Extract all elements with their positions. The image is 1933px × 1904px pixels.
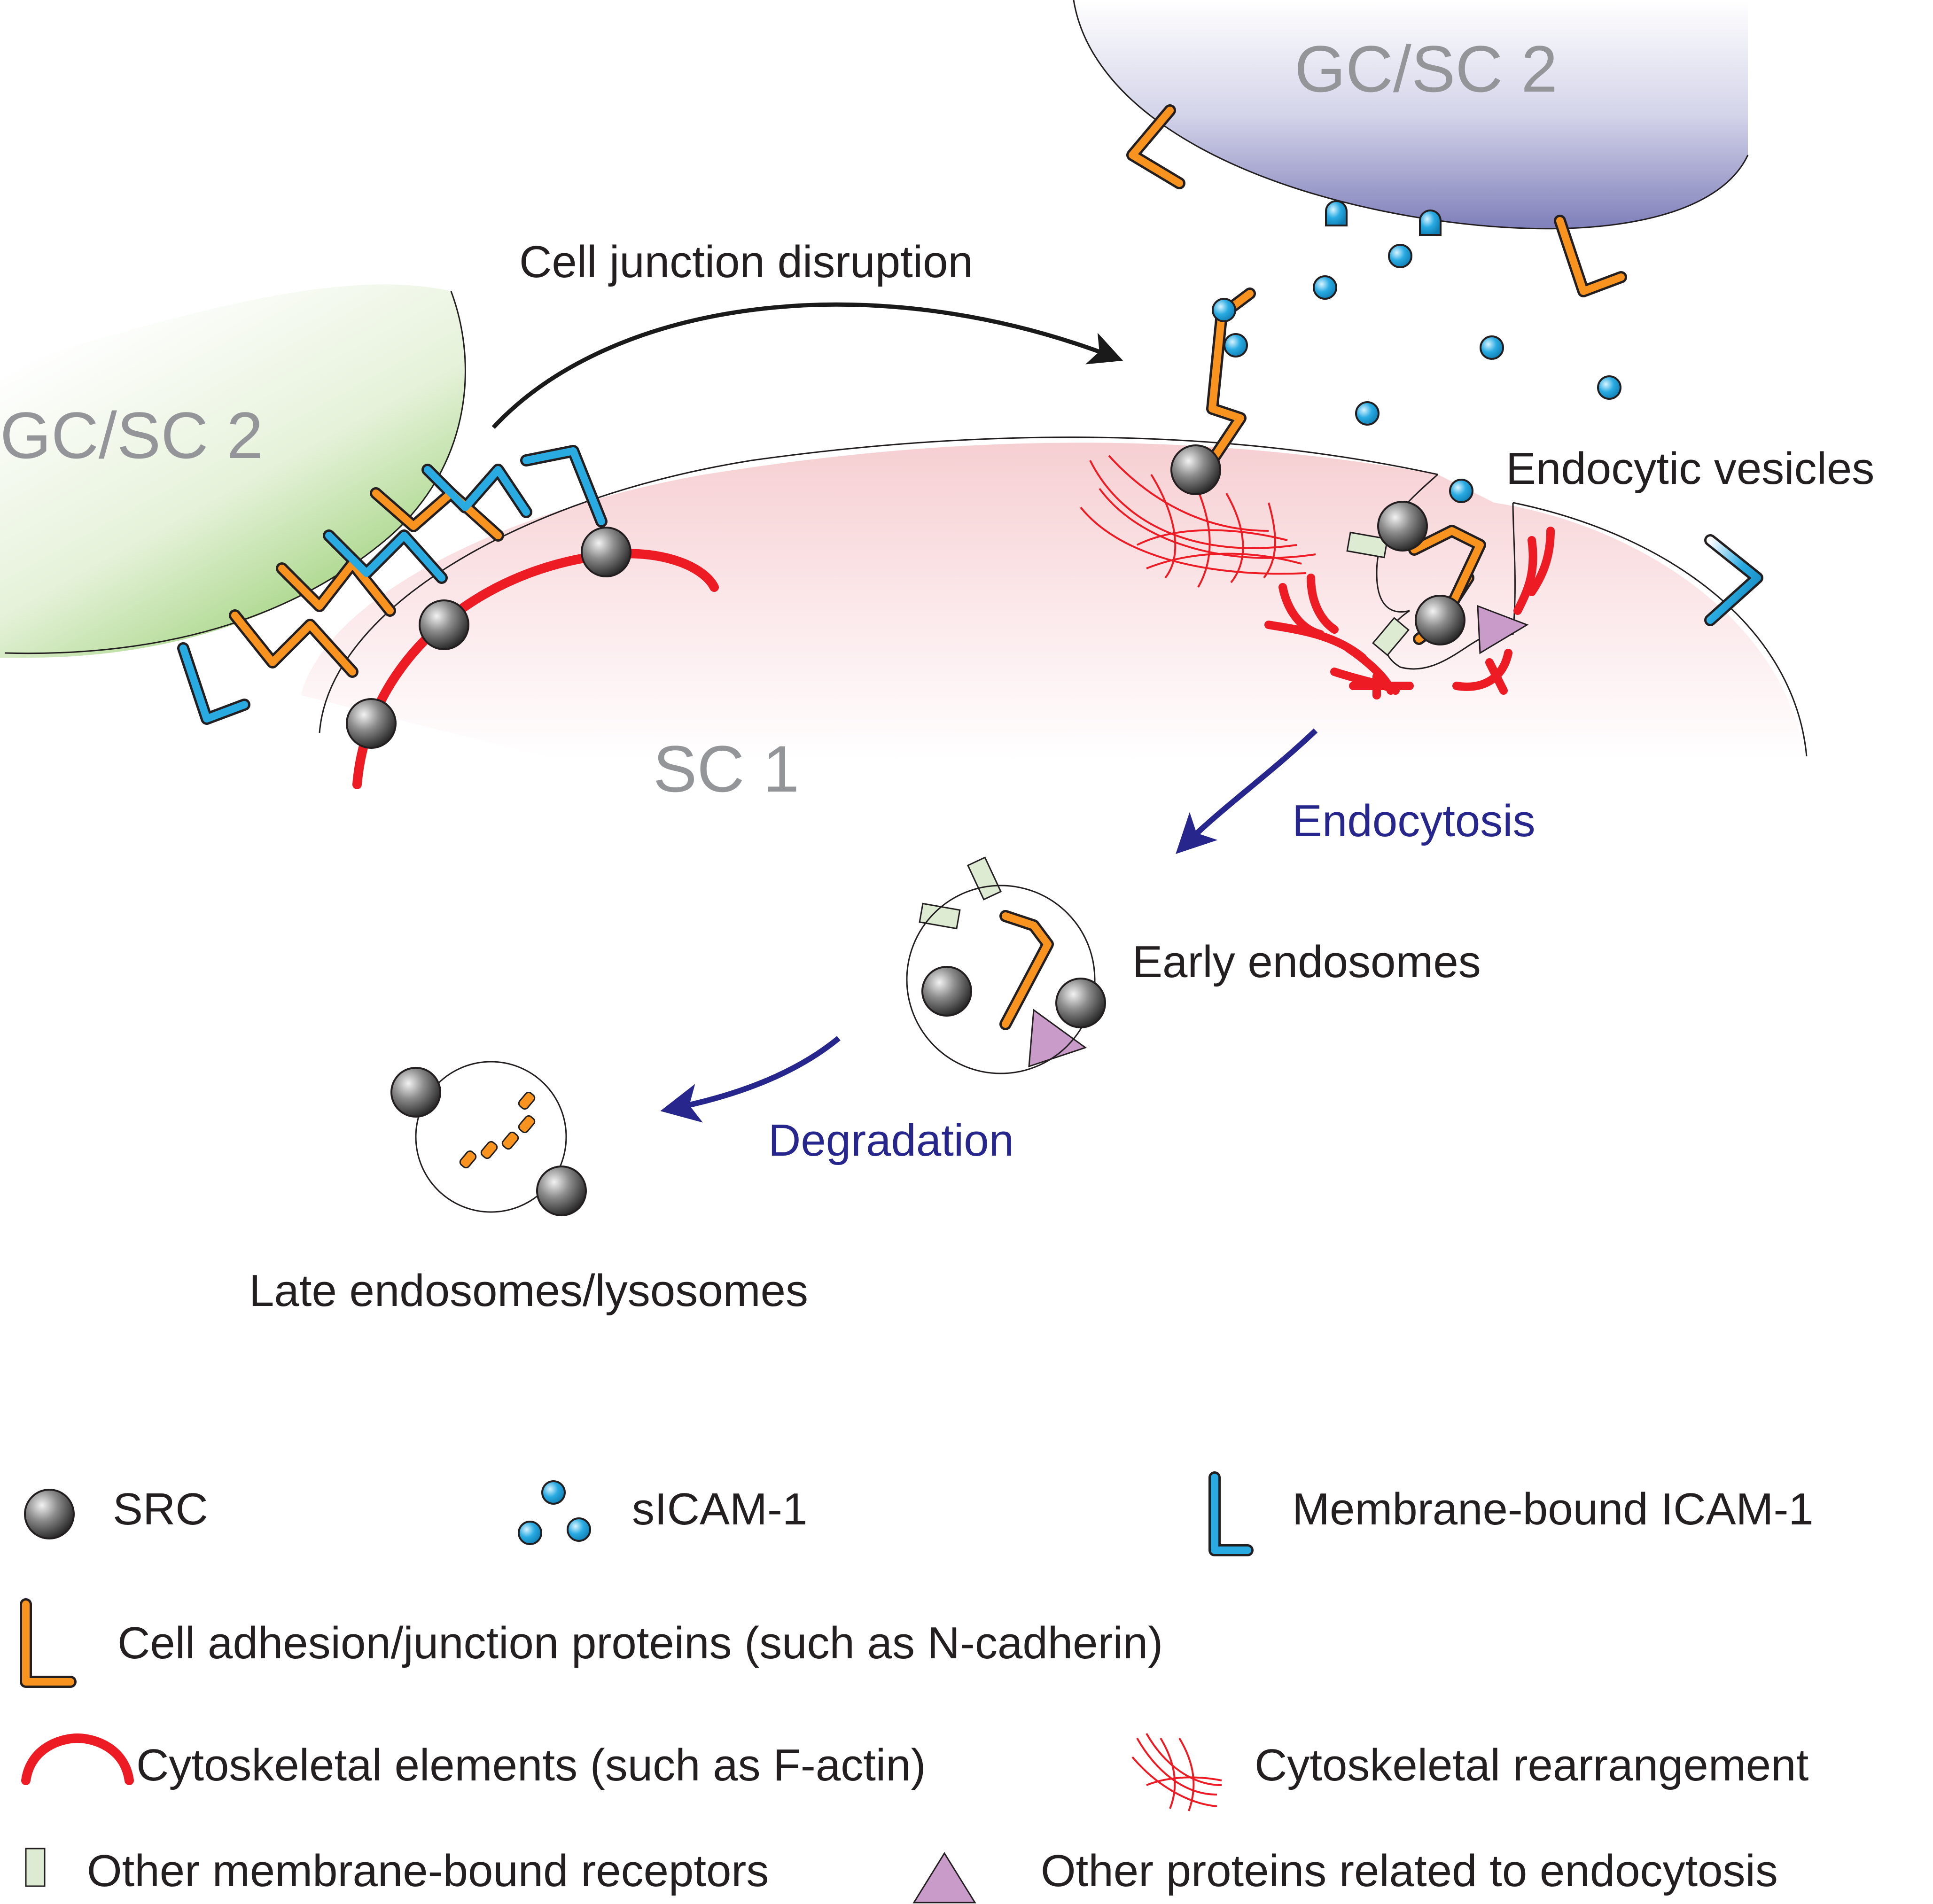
legend-endo-proteins-label: Other proteins related to endocytosis bbox=[1041, 1846, 1778, 1896]
legend-adhesion-label: Cell adhesion/junction proteins (such as… bbox=[117, 1618, 1163, 1668]
gc-sc2-left-outline bbox=[4, 291, 466, 654]
sicam-dots bbox=[1212, 244, 1621, 503]
legend-cytoskeletal-icon bbox=[21, 1733, 134, 1785]
internalized-adhesion-proteins bbox=[999, 525, 1486, 1030]
legend-sicam-icon bbox=[518, 1480, 591, 1545]
late-endosome bbox=[415, 1061, 567, 1213]
receptors bbox=[919, 531, 1410, 930]
legend-endo-protein-icon bbox=[912, 1852, 976, 1904]
label-cell-junction-disruption: Cell junction disruption bbox=[519, 237, 973, 287]
label-endocytic-vesicles: Endocytic vesicles bbox=[1506, 443, 1874, 494]
label-early-endosomes: Early endosomes bbox=[1132, 937, 1481, 987]
legend-receptors-label: Other membrane-bound receptors bbox=[87, 1846, 769, 1896]
legend-membrane-icam-label: Membrane-bound ICAM-1 bbox=[1292, 1484, 1814, 1534]
src-spheres bbox=[346, 444, 1465, 1216]
label-endocytosis: Endocytosis bbox=[1292, 796, 1535, 846]
sc1-cell-outline-right bbox=[1512, 502, 1808, 757]
sc1-cell-body bbox=[301, 443, 1804, 761]
disruption-arrow bbox=[491, 302, 1123, 429]
label-late-endosomes: Late endosomes/lysosomes bbox=[249, 1266, 808, 1316]
label-gc-sc2-left: GC/SC 2 bbox=[0, 398, 263, 472]
legend-src-icon bbox=[24, 1489, 75, 1539]
label-degradation: Degradation bbox=[768, 1115, 1014, 1166]
legend-rearrangement-icon bbox=[1131, 1733, 1222, 1811]
gc-sc2-top-outline bbox=[1073, 0, 1749, 230]
endocytosis-arrow bbox=[1176, 728, 1318, 854]
cytoskeleton-branches bbox=[1264, 527, 1555, 699]
label-gc-sc2-top: GC/SC 2 bbox=[1294, 32, 1558, 106]
sicam-stubs bbox=[1325, 200, 1442, 236]
endocytosis-proteins bbox=[1028, 605, 1529, 1068]
early-endosome bbox=[906, 885, 1096, 1074]
legend-rearrangement-label: Cytoskeletal rearrangement bbox=[1255, 1740, 1808, 1790]
degradation-arrow bbox=[660, 1036, 841, 1123]
junction-complex bbox=[177, 445, 608, 725]
legend: SRC sICAM-1 Membrane-bound ICAM-1 Cell a… bbox=[20, 1471, 1814, 1904]
legend-adhesion-icon bbox=[20, 1598, 77, 1688]
legend-src-label: SRC bbox=[113, 1484, 208, 1534]
legend-cytoskeletal-label: Cytoskeletal elements (such as F-actin) bbox=[136, 1740, 926, 1790]
legend-receptor-icon bbox=[25, 1848, 46, 1887]
legend-membrane-icam-icon bbox=[1208, 1471, 1254, 1556]
label-sc1: SC 1 bbox=[653, 732, 799, 806]
gc-sc2-top-cell bbox=[1074, 0, 1748, 229]
legend-sicam-label: sICAM-1 bbox=[632, 1484, 807, 1534]
degraded-fragments bbox=[459, 1091, 536, 1169]
